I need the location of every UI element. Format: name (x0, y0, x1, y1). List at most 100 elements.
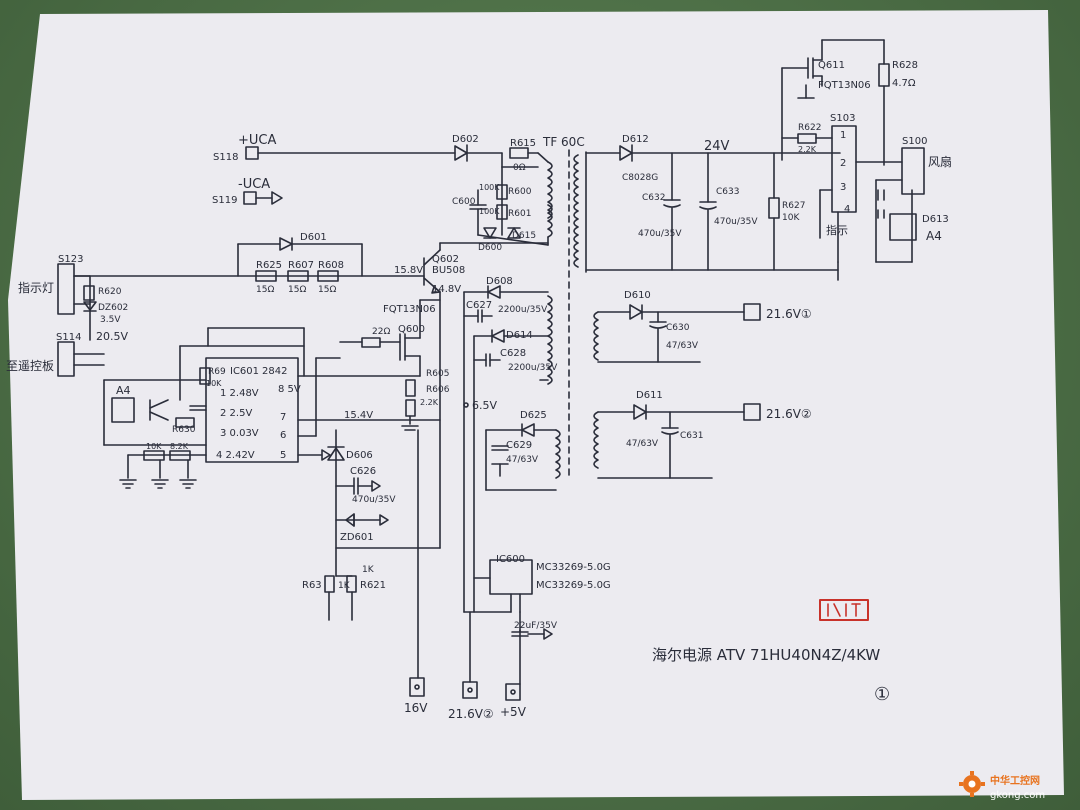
label-s103-pin3: 3 (840, 182, 846, 193)
label-s100: S100 (902, 136, 927, 147)
label-q611: Q611 (818, 60, 845, 71)
label-c629: C629 (506, 440, 532, 451)
label-s103-side: 指示 (826, 223, 848, 237)
label-s103-pin4: 4 (844, 204, 850, 215)
label-r628: R628 (892, 60, 918, 71)
label-d611: D611 (636, 390, 663, 401)
winding-d614-c628 (463, 329, 549, 613)
label-r627-val: 10K (782, 213, 800, 223)
label-s103-pin2: 2 (840, 158, 846, 169)
s114-connector (57, 341, 105, 377)
label-dz602: DZ602 (98, 303, 128, 313)
label-15-4v: 15.4V (344, 410, 373, 421)
label-r601-val: 100K (479, 207, 500, 216)
label-s100-side: 风扇 (928, 154, 952, 169)
ic601-box (179, 327, 441, 463)
label-r621: R621 (360, 580, 386, 591)
aux-supply (324, 429, 441, 621)
winding-21v6-2 (593, 403, 761, 479)
winding-d625-c629 (485, 423, 561, 491)
ic601-left-network (103, 367, 211, 479)
label-2842: 2842 (262, 366, 287, 377)
resistor-r627 (768, 152, 780, 271)
diode-d612 (585, 144, 841, 162)
terminal-21v6-2 (462, 611, 478, 699)
label-d600: D600 (478, 243, 502, 253)
label-r625-val: 15Ω (256, 285, 274, 295)
label-r600-val: 100K (479, 183, 500, 192)
label-d606: D606 (346, 450, 373, 461)
label-c626-val: 470u/35V (352, 495, 396, 505)
label-d615: D615 (512, 231, 536, 241)
label-bu508: BU508 (432, 265, 465, 276)
label-21v6-1: 21.6V① (766, 307, 812, 321)
watermark: 中华工控网 gkong.com (956, 764, 1074, 806)
label-ic600: IC600 (496, 554, 525, 565)
label-r625: R625 (256, 260, 282, 271)
label-c631-val: 47/63V (626, 439, 659, 449)
label-c630: C630 (666, 323, 690, 333)
s119-terminal (243, 191, 283, 205)
label-s123-side: 指示灯 (18, 280, 54, 295)
label-c627-val: 2200u/35V (498, 305, 548, 315)
terminal-16v (409, 429, 425, 697)
label-fqt13n06-right: FQT13N06 (818, 80, 871, 91)
resistor-r615 (501, 147, 539, 168)
label-21v6-2: 21.6V② (766, 407, 812, 421)
label-r627: R627 (782, 201, 805, 211)
winding-d608-c627 (463, 285, 553, 613)
ground-symbols-ic601 (119, 479, 197, 489)
red-seal (819, 599, 869, 621)
label-d601: D601 (300, 232, 327, 243)
label-r620: R620 (98, 287, 122, 297)
label-1k-b: 1K (362, 565, 375, 575)
capacitor-c632 (663, 152, 681, 271)
label-q600: Q600 (398, 324, 425, 335)
label-r615-val: 0Ω (513, 163, 526, 173)
transformer-24v-secondary (573, 151, 587, 273)
diode-d602 (454, 144, 503, 162)
label-r622: R622 (798, 123, 821, 133)
label-c631: C631 (680, 431, 703, 441)
label-8-2k: 8.2K (170, 442, 189, 451)
label-r608-val: 15Ω (318, 285, 336, 295)
connector-s100 (875, 147, 925, 263)
label-5v-out: +5V (500, 705, 527, 719)
label-minus-uca: -UCA (238, 177, 270, 192)
label-pin2: 2 2.5V (220, 408, 252, 419)
paper-shape (8, 10, 1064, 800)
label-s114: S114 (56, 332, 81, 343)
label-pin6: 6 (280, 430, 286, 441)
s123-connector (57, 263, 97, 341)
terminal-5v (505, 683, 521, 701)
label-r606: R606 (426, 385, 450, 395)
label-16v: 16V (404, 701, 428, 715)
label-r63: R63 (302, 580, 322, 591)
watermark-url: gkong.com (990, 790, 1045, 801)
label-d610: D610 (624, 290, 651, 301)
label-24v: 24V (704, 139, 730, 154)
s118-terminal (245, 146, 456, 160)
label-15-8v: 15.8V (394, 265, 423, 276)
label-q602: Q602 (432, 254, 459, 265)
label-20-5v: 20.5V (96, 330, 128, 343)
label-s118: S118 (213, 152, 238, 163)
label-r607-val: 15Ω (288, 285, 306, 295)
label-1k-a: 1K (338, 581, 351, 591)
label-d608: D608 (486, 276, 513, 287)
label-pin8: 8 5V (278, 384, 301, 395)
label-r628-val: 4.7Ω (892, 78, 916, 89)
label-10k: 10K (146, 442, 162, 451)
mosfet-q600 (339, 299, 441, 431)
label-14-8v: 14.8V (432, 284, 461, 295)
label-c632-val: 470u/35V (638, 229, 682, 239)
label-s123: S123 (58, 254, 83, 265)
label-d613: D613 (922, 214, 949, 225)
label-c629-val: 47/63V (506, 455, 539, 465)
label-r601: R601 (508, 209, 531, 219)
capacitor-c633 (699, 152, 717, 271)
ic600-regulator (463, 559, 553, 685)
label-c627: C627 (466, 300, 492, 311)
